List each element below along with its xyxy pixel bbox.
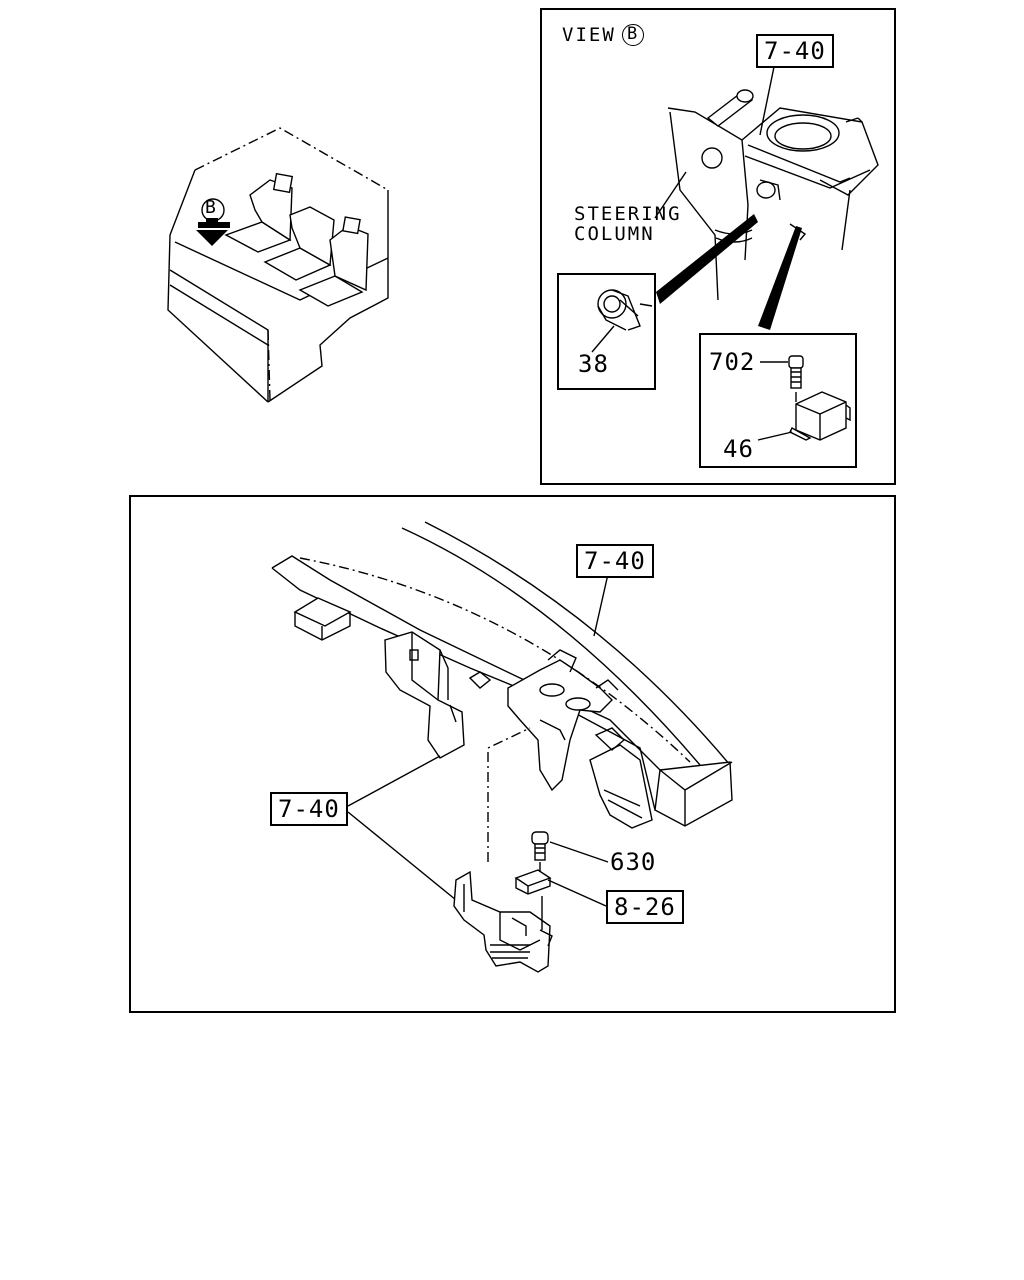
part-number-46: 46 xyxy=(723,435,754,463)
ref-label-8-26: 8-26 xyxy=(606,890,687,928)
view-label: VIEW xyxy=(562,24,616,46)
part-number-630: 630 xyxy=(610,848,657,876)
steering-column-label-line1: STEERING xyxy=(574,203,682,225)
cab-view-marker: B xyxy=(205,197,217,218)
part-number-38: 38 xyxy=(578,350,609,378)
ref-label-7-40-top: 7-40 xyxy=(756,34,837,72)
ref-label-7-40-bracket: 7-40 xyxy=(270,792,351,830)
steering-column-label-line2: COLUMN xyxy=(574,223,655,245)
view-marker-letter: B xyxy=(627,24,638,44)
view-marker-circle: B xyxy=(622,24,644,46)
ref-label-7-40-dash: 7-40 xyxy=(576,544,657,582)
part-number-702: 702 xyxy=(709,348,756,376)
